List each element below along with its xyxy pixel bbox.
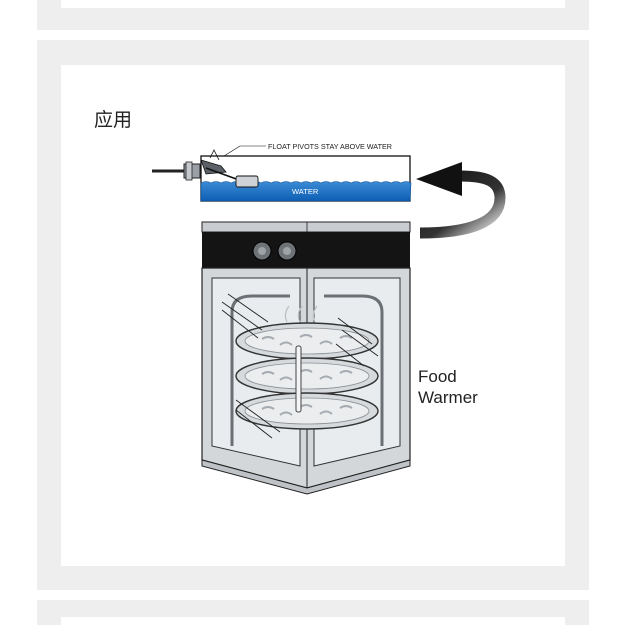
section-title: 应用 <box>94 110 133 131</box>
flow-arrowhead <box>416 162 462 196</box>
float-pivot <box>200 159 227 175</box>
float <box>235 175 259 188</box>
door-handle <box>295 345 302 413</box>
glass-reflections <box>221 293 379 439</box>
previous-section-panel <box>37 0 589 30</box>
callout-label: FLOAT PIVOTS STAY ABOVE WATER <box>268 142 392 151</box>
float-switch-tank: FLOAT PIVOTS STAY ABOVE WATER WATER <box>152 142 412 202</box>
tray-middle <box>235 357 379 395</box>
product-label-line2: Warmer <box>418 388 478 407</box>
previous-section-card <box>61 0 565 8</box>
water-label: WATER <box>292 187 319 196</box>
flow-arrow <box>416 162 506 239</box>
food-warmer-cabinet <box>201 221 411 495</box>
next-section-panel <box>37 600 589 625</box>
tray-top <box>235 322 379 360</box>
control-panel <box>202 232 410 268</box>
next-section-card <box>61 617 565 625</box>
application-section-panel: 应用 <box>37 40 589 590</box>
steam-wisps <box>284 305 318 323</box>
product-label-line1: Food <box>418 367 457 386</box>
tray-bottom <box>235 392 379 430</box>
flow-arrow-curve <box>419 170 506 239</box>
